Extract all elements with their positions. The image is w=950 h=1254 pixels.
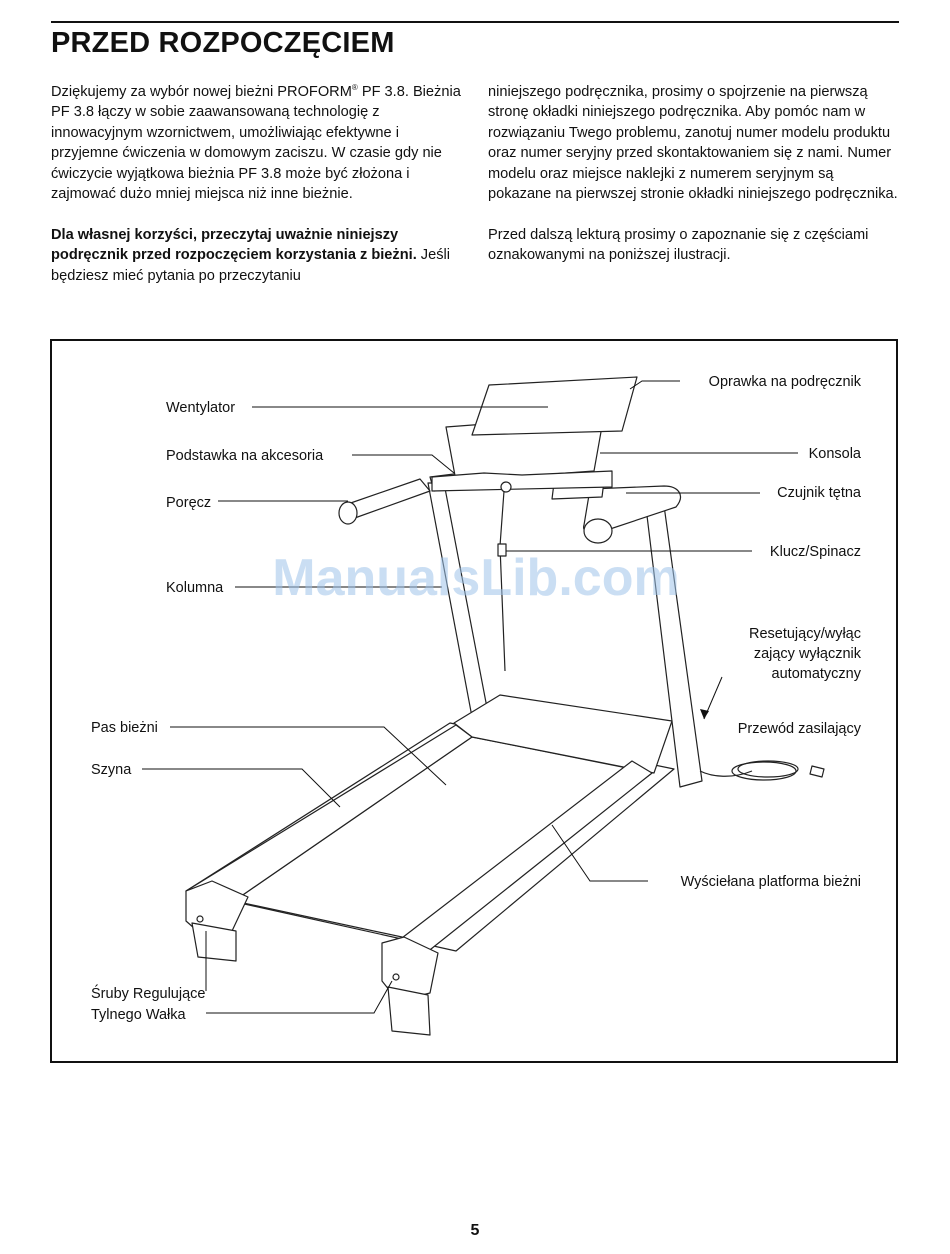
label-platforma: Wyściełana platforma bieżni [681, 874, 861, 890]
right-handrail-cap [583, 518, 613, 544]
label-wentylator: Wentylator [166, 400, 235, 416]
left-handrail-cap [338, 501, 358, 525]
right-foot [387, 986, 431, 1036]
intro-paragraph-4: Przed dalszą lekturą prosimy o zapoznani… [488, 226, 869, 264]
power-plug [809, 765, 825, 778]
book-holder [471, 376, 638, 436]
right-adjustment-bolt [392, 973, 400, 981]
label-konsola: Konsola [809, 446, 862, 462]
intro-left-column: Dziękujemy za wybór nowej bieżni PROFORM… [51, 82, 466, 306]
label-kolumna: Kolumna [166, 580, 224, 596]
leader-oprawka [629, 380, 680, 390]
label-szyna: Szyna [91, 762, 132, 778]
intro-paragraph-3: niniejszego podręcznika, prosimy o spojr… [488, 84, 898, 203]
leader-lines [142, 380, 798, 1014]
intro-paragraph-2: Dla własnej korzyści, przeczytaj uważnie… [51, 225, 466, 286]
power-cord-coil [731, 761, 797, 781]
left-adjustment-bolt [196, 915, 204, 923]
page-number: 5 [470, 1222, 480, 1239]
safety-key [500, 481, 512, 493]
intro-right-column: niniejszego podręcznika, prosimy o spojr… [488, 82, 900, 286]
label-przewod-zasilajacy: Przewód zasilający [738, 721, 862, 737]
label-reset-line1: Resetujący/wyłąc [749, 626, 861, 642]
label-reset-line3: automatyczny [772, 666, 862, 682]
watermark: ManualsLib.com [272, 549, 679, 607]
reset-arrow-head [700, 709, 709, 719]
label-podstawka-na-akcesoria: Podstawka na akcesoria [166, 448, 324, 464]
intro-p1-start: Dziękujemy za wybór nowej bieżni PROFORM [51, 84, 352, 100]
label-czujnik-tetna: Czujnik tętna [777, 485, 862, 501]
power-cord [699, 770, 753, 777]
left-foot [191, 922, 237, 962]
intro-p1-rest: PF 3.8. Bieżnia PF 3.8 łączy w sobie zaa… [51, 84, 461, 203]
label-klucz-spinacz: Klucz/Spinacz [770, 544, 861, 560]
leader-pas [170, 726, 447, 786]
leader-podstawka [352, 454, 455, 474]
label-sruby-line2: Tylnego Wałka [91, 1007, 186, 1023]
registered-mark: ® [351, 83, 358, 93]
right-end-cap [381, 936, 439, 1002]
label-oprawka: Oprawka na podręcznik [709, 374, 862, 390]
treadmill-diagram: Wentylator Podstawka na akcesoria Poręcz… [50, 339, 898, 1063]
intro-p2-bold: Dla własnej korzyści, przeczytaj uważnie… [51, 226, 417, 264]
leader-sruby [206, 980, 393, 1014]
clip [497, 543, 507, 557]
intro-paragraph-1: Dziękujemy za wybór nowej bieżni PROFORM… [51, 82, 466, 204]
label-pas-biezni: Pas bieżni [91, 720, 158, 736]
label-porecz: Poręcz [166, 495, 211, 511]
treadmill-illustration: Wentylator Podstawka na akcesoria Poręcz… [91, 374, 862, 1036]
page-title: PRZED ROZPOCZĘCIEM [51, 27, 395, 59]
console-base [431, 470, 613, 492]
label-sruby-line1: Śruby Regulujące [91, 984, 205, 1002]
top-rule [51, 21, 899, 23]
intro-p2-rest: Jeśli będziesz mieć pytania po przeczyta… [51, 247, 450, 284]
treadmill-drawing [185, 376, 825, 1036]
power-cord-coil-2 [737, 760, 799, 778]
leader-platforma [551, 824, 648, 882]
leader-szyna [142, 768, 341, 808]
label-reset-line2: zający wyłącznik [754, 646, 862, 662]
